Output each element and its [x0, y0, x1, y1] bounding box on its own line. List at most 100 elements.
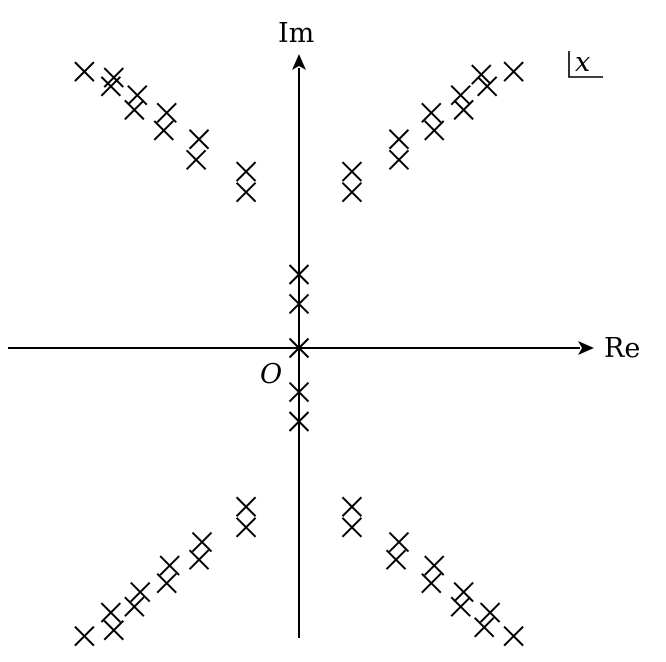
- pole-marker-stroke: [235, 517, 257, 538]
- variable-bracket: [568, 51, 603, 78]
- pole-marker-stroke: [479, 602, 501, 623]
- pole-marker: [159, 555, 180, 576]
- pole-marker: [191, 531, 213, 553]
- pole-marker: [235, 517, 257, 538]
- pole-marker-stroke: [453, 581, 474, 603]
- pole-marker: [341, 181, 363, 203]
- pole-marker-stroke: [100, 76, 122, 97]
- pole-marker-stroke: [235, 496, 257, 517]
- pole-marker-stroke: [124, 596, 145, 617]
- pole-marker: [450, 596, 471, 617]
- pole-marker-stroke: [421, 102, 442, 124]
- pole-marker-stroke: [474, 617, 495, 638]
- pole-marker-stroke: [421, 572, 442, 594]
- pole-marker: [235, 181, 257, 203]
- pole-marker-stroke: [235, 181, 257, 203]
- pole-marker: [341, 496, 363, 517]
- real-axis-label: Re: [604, 333, 640, 364]
- pole-marker: [471, 64, 492, 85]
- pole-marker: [388, 531, 410, 553]
- imaginary-axis-arrowhead: [292, 54, 306, 70]
- pole-marker-stroke: [503, 61, 524, 82]
- pole-marker-stroke: [388, 531, 410, 553]
- pole-marker-stroke: [341, 161, 363, 182]
- pole-marker: [453, 99, 474, 121]
- pole-marker-stroke: [153, 120, 174, 141]
- pole-marker: [100, 76, 122, 97]
- pole-marker: [74, 625, 95, 647]
- pole-marker-stroke: [288, 381, 310, 403]
- pole-marker-stroke: [288, 293, 310, 315]
- pole-marker: [124, 596, 145, 617]
- pole-markers: [74, 61, 524, 647]
- pole-marker-stroke: [471, 64, 492, 85]
- pole-marker: [479, 602, 501, 623]
- pole-marker-stroke: [341, 496, 363, 517]
- pole-marker: [235, 161, 257, 182]
- pole-marker: [450, 84, 471, 106]
- pole-marker-stroke: [100, 602, 122, 623]
- pole-marker: [476, 76, 498, 97]
- pole-marker: [235, 496, 257, 517]
- pole-marker: [453, 581, 474, 603]
- pole-marker-stroke: [156, 572, 177, 594]
- pole-marker: [341, 517, 363, 538]
- pole-marker: [74, 61, 95, 82]
- pole-marker: [156, 102, 177, 124]
- pole-marker-stroke: [388, 129, 410, 150]
- pole-marker-stroke: [130, 581, 151, 603]
- pole-marker-stroke: [156, 102, 177, 124]
- real-axis-arrowhead: [578, 341, 594, 355]
- imaginary-axis-label: Im: [278, 18, 314, 49]
- pole-marker-stroke: [103, 620, 124, 641]
- origin-label: O: [260, 359, 282, 390]
- variable-label: x: [575, 47, 590, 78]
- pole-marker-stroke: [288, 411, 310, 432]
- pole-marker: [124, 99, 145, 121]
- pole-marker-stroke: [450, 596, 471, 617]
- pole-marker-stroke: [235, 161, 257, 182]
- pole-marker: [288, 411, 310, 432]
- pole-marker-stroke: [124, 99, 145, 121]
- pole-marker: [424, 555, 445, 576]
- pole-marker: [288, 381, 310, 403]
- pole-marker: [288, 293, 310, 315]
- pole-marker-stroke: [188, 129, 210, 150]
- pole-marker-stroke: [385, 549, 407, 570]
- pole-marker-stroke: [476, 76, 498, 97]
- pole-marker: [474, 617, 495, 638]
- pole-marker-stroke: [424, 120, 445, 141]
- pole-marker: [100, 602, 122, 623]
- pole-marker: [127, 84, 148, 106]
- pole-marker-stroke: [74, 61, 95, 82]
- pole-marker: [421, 102, 442, 124]
- pole-marker: [385, 549, 407, 570]
- pole-marker: [288, 264, 310, 285]
- pole-marker-stroke: [503, 625, 524, 647]
- pole-marker: [188, 549, 210, 570]
- pole-marker: [288, 337, 310, 359]
- pole-marker: [503, 625, 524, 647]
- pole-marker: [185, 149, 207, 171]
- pole-marker-stroke: [191, 531, 213, 553]
- pole-marker-stroke: [424, 555, 445, 576]
- pole-marker-stroke: [74, 625, 95, 647]
- pole-marker: [503, 61, 524, 82]
- pole-marker-stroke: [453, 99, 474, 121]
- pole-marker-stroke: [341, 517, 363, 538]
- pole-marker-stroke: [185, 149, 207, 171]
- pole-marker: [130, 581, 151, 603]
- pole-marker: [424, 120, 445, 141]
- pole-marker: [103, 620, 124, 641]
- pole-marker: [388, 149, 410, 171]
- pole-marker-stroke: [127, 84, 148, 106]
- pole-marker-stroke: [159, 555, 180, 576]
- pole-marker: [388, 129, 410, 150]
- pole-marker: [188, 129, 210, 150]
- pole-marker: [341, 161, 363, 182]
- variable-indicator: x: [568, 47, 603, 78]
- pole-marker-stroke: [388, 149, 410, 171]
- pole-marker-stroke: [288, 337, 310, 359]
- pole-marker: [153, 120, 174, 141]
